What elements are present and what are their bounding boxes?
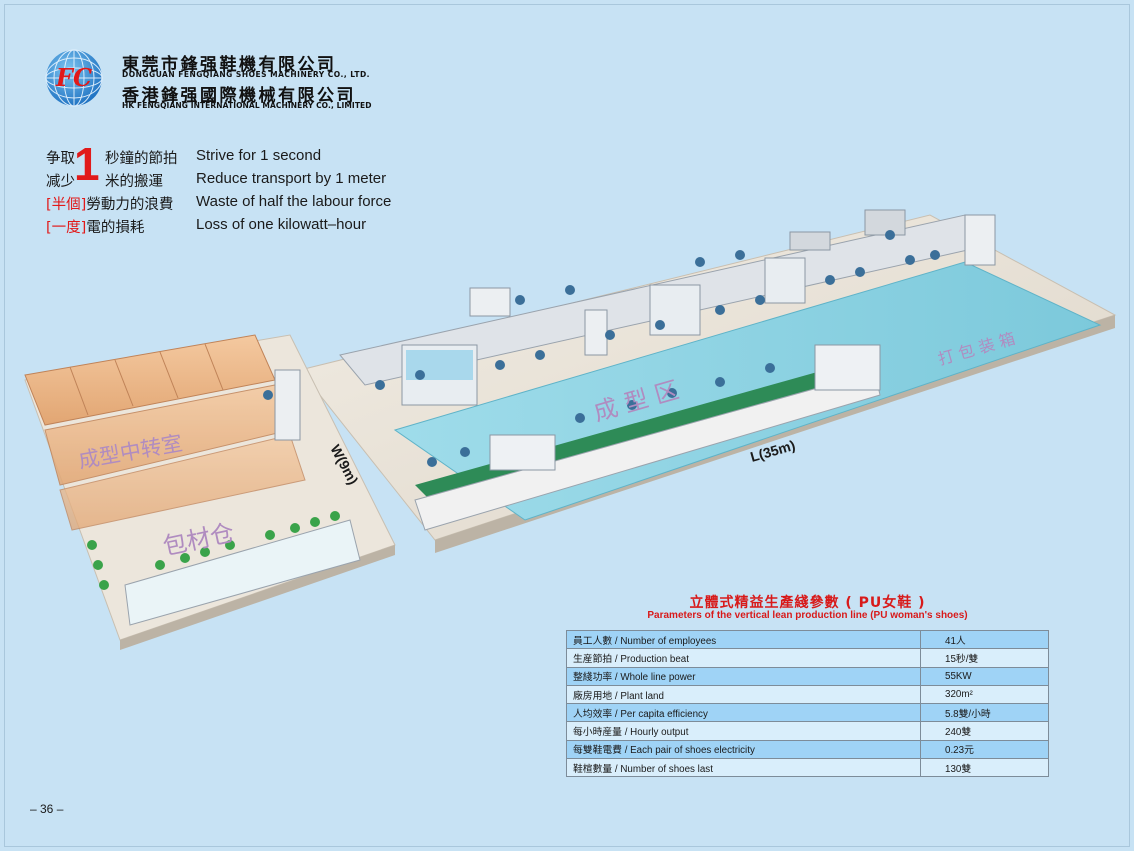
row-label: 廠房用地 / Plant land bbox=[566, 684, 921, 705]
row-label: 每小時産量 / Hourly output bbox=[566, 721, 921, 741]
row-label: 員工人數 / Number of employees bbox=[566, 629, 921, 650]
row-label: 每雙鞋電費 / Each pair of shoes electricity bbox=[566, 739, 921, 760]
slogan-3: [半個]勞動力的浪費 Waste of half the labour forc… bbox=[46, 193, 391, 214]
machine-7 bbox=[469, 287, 511, 317]
slogan-2-en: Reduce transport by 1 meter bbox=[196, 170, 387, 187]
potted-plants bbox=[87, 511, 340, 590]
row-value: 15秒/雙 bbox=[920, 648, 1049, 668]
slogan-1-en: Strive for 1 second bbox=[196, 147, 322, 164]
back-line-machines bbox=[401, 209, 996, 406]
front-machine-1 bbox=[489, 434, 556, 471]
forming-conveyor-body bbox=[414, 371, 881, 531]
row-value: 130雙 bbox=[920, 758, 1049, 778]
slogan-2-cn-b: 米的搬運 bbox=[105, 174, 163, 190]
slogan-3-en: Waste of half the labour force bbox=[196, 193, 392, 210]
company-logo: FC bbox=[45, 49, 103, 107]
machine-5 bbox=[964, 214, 996, 266]
logo-text: FC bbox=[55, 63, 92, 92]
row-value: 320m² bbox=[920, 684, 1049, 705]
row-value: 0.23元 bbox=[920, 739, 1049, 760]
company-name-en: DONGGUAN FENGQIANG SHOES MACHINERY CO., … bbox=[122, 70, 371, 79]
slogan-1-cn-b: 秒鐘的節拍 bbox=[105, 151, 178, 167]
back-line-workers bbox=[375, 230, 940, 390]
slogan-4-cn-b: 電的損耗 bbox=[86, 220, 145, 236]
packing-counter bbox=[124, 519, 361, 626]
row-value: 55KW bbox=[920, 666, 1049, 686]
row-value: 5.8雙/小時 bbox=[920, 703, 1049, 723]
transfer-room-shelves bbox=[24, 334, 306, 531]
machine-8 bbox=[584, 309, 608, 356]
page-frame bbox=[4, 4, 1130, 847]
row-label: 整綫功率 / Whole line power bbox=[566, 666, 921, 686]
row-label: 人均效率 / Per capita efficiency bbox=[566, 703, 921, 723]
row-label: 鞋楦數量 / Number of shoes last bbox=[566, 758, 921, 778]
table-title-en: Parameters of the vertical lean producti… bbox=[647, 610, 968, 621]
slogan-4: [一度]電的損耗 Loss of one kilowatt–hour bbox=[46, 216, 366, 237]
front-machine-2 bbox=[814, 344, 881, 391]
transfer-worker bbox=[263, 390, 273, 400]
shelf-dividers bbox=[69, 343, 224, 416]
transfer-machine bbox=[274, 369, 301, 441]
hk-company-name-cn: 香港鋒强國際機械有限公司 bbox=[122, 86, 356, 106]
slogan-2-cn-a: 减少 bbox=[46, 174, 75, 190]
machine-3 bbox=[764, 257, 806, 304]
slogan-1: 争取 秒鐘的節拍 Strive for 1 second bbox=[46, 147, 321, 168]
machine-4 bbox=[864, 209, 906, 236]
machine-6 bbox=[789, 231, 831, 251]
row-value: 240雙 bbox=[920, 721, 1049, 741]
slogan-3-cn-b: 勞動力的浪費 bbox=[86, 197, 174, 213]
hk-company-name-en: HK FENGQIANG INTERNATIONAL MACHINERY CO.… bbox=[122, 101, 372, 110]
storage-floor-edge bbox=[120, 545, 395, 650]
slogan-4-bracket: [一度] bbox=[46, 220, 87, 236]
row-value: 41人 bbox=[920, 629, 1049, 650]
front-line-workers bbox=[427, 363, 775, 467]
slogan-4-en: Loss of one kilowatt–hour bbox=[196, 216, 367, 233]
slogan-3-bracket: [半個] bbox=[46, 197, 87, 213]
page-number: – 36 – bbox=[30, 802, 64, 816]
row-label: 生産節拍 / Production beat bbox=[566, 648, 921, 668]
table-title-cn: 立體式精益生產綫參數 ( PU女鞋 ) bbox=[689, 595, 926, 611]
shelf-lower bbox=[59, 434, 306, 531]
slogan-2: 减少 米的搬運 Reduce transport by 1 meter bbox=[46, 170, 386, 191]
slogan-1-cn-a: 争取 bbox=[46, 151, 75, 167]
big-digit-one: 1 bbox=[74, 138, 100, 190]
company-name-cn: 東莞市鋒强鞋機有限公司 bbox=[122, 55, 337, 75]
